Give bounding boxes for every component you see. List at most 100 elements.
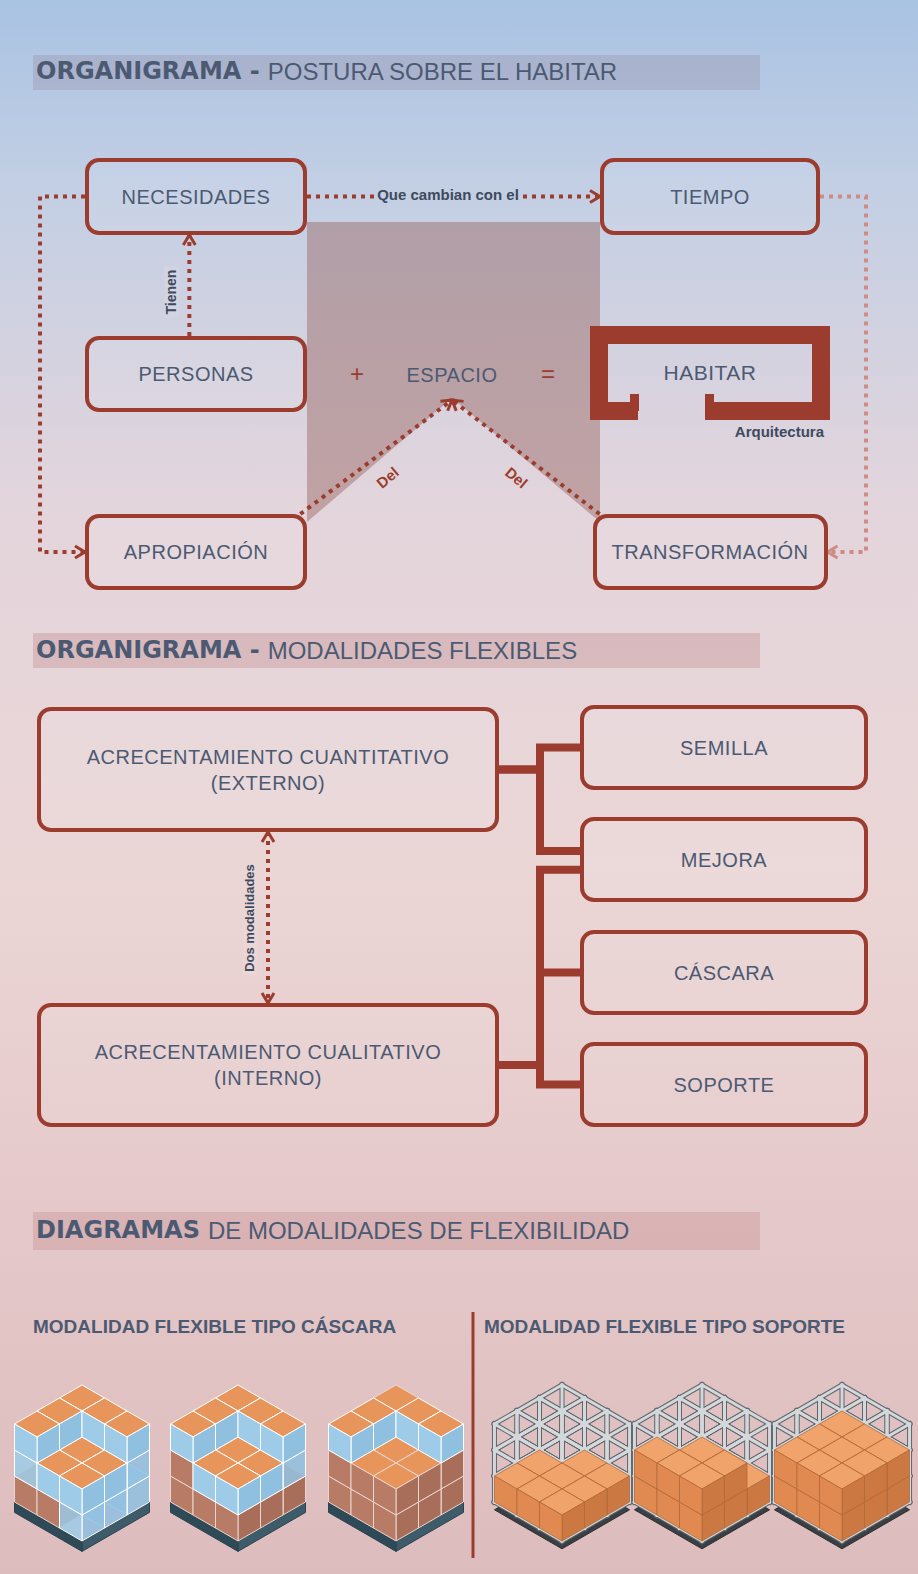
- frame-beam: [561, 1437, 564, 1463]
- iso-face: [517, 1489, 540, 1528]
- frame-beam: [679, 1398, 702, 1411]
- frame-beam: [560, 1385, 565, 1411]
- frame-beam: [560, 1411, 565, 1437]
- frame-beam: [562, 1411, 585, 1424]
- frame-beam: [677, 1424, 682, 1450]
- frame-beam: [865, 1411, 888, 1424]
- frame-beam: [585, 1398, 608, 1411]
- iso-face: [15, 1424, 38, 1463]
- frame-beam: [862, 1398, 867, 1424]
- frame-beam: [700, 1411, 705, 1437]
- frame-beam: [722, 1424, 727, 1450]
- frame-beam: [517, 1411, 540, 1424]
- frame-beam: [494, 1411, 517, 1424]
- frame-beam: [537, 1398, 542, 1424]
- frame-beam: [606, 1437, 609, 1463]
- frame-beam: [517, 1411, 540, 1424]
- frame-beam: [494, 1437, 517, 1450]
- frame-beam: [606, 1437, 609, 1463]
- frame-beam: [539, 1385, 562, 1398]
- frame-beam: [514, 1437, 519, 1463]
- iso-face: [396, 1411, 419, 1450]
- frame-beam: [493, 1450, 496, 1476]
- frame-beam: [723, 1424, 726, 1450]
- frame-beam: [515, 1437, 518, 1463]
- frame-beam: [539, 1424, 562, 1437]
- frame-beam: [702, 1411, 725, 1424]
- frame-beam: [634, 1424, 657, 1437]
- iso-face: [193, 1463, 216, 1502]
- frame-beam: [865, 1411, 888, 1424]
- frame-beam: [539, 1424, 562, 1437]
- frame-beam: [887, 1411, 910, 1424]
- frame-beam: [700, 1411, 705, 1437]
- frame-beam: [768, 1424, 771, 1450]
- frame-beam: [701, 1411, 704, 1437]
- frame-beam: [514, 1437, 519, 1463]
- frame-beam: [702, 1424, 725, 1437]
- frame-beam: [515, 1411, 518, 1437]
- iso-face: [261, 1424, 284, 1463]
- frame-beam: [539, 1411, 562, 1424]
- frame-beam: [862, 1398, 867, 1424]
- frame-beam: [725, 1398, 748, 1411]
- frame-beam: [538, 1398, 541, 1424]
- frame-beam: [819, 1398, 842, 1411]
- frame-beam: [562, 1437, 585, 1450]
- frame-beam: [817, 1398, 822, 1424]
- frame-beam: [562, 1398, 585, 1411]
- frame-beam: [747, 1411, 770, 1424]
- frame-beam: [768, 1450, 771, 1476]
- frame-beam: [585, 1411, 608, 1424]
- frame-beam: [562, 1437, 585, 1450]
- frame-beam: [678, 1424, 681, 1450]
- support-figure: [634, 1385, 769, 1549]
- shaded-region: [307, 222, 600, 522]
- iso-face: [419, 1424, 442, 1463]
- iso-face: [82, 1411, 105, 1450]
- frame-beam: [746, 1437, 749, 1463]
- frame-beam: [562, 1411, 585, 1424]
- frame-beam: [679, 1424, 702, 1437]
- iso-face: [283, 1424, 306, 1463]
- frame-beam: [562, 1424, 585, 1437]
- frame-beam: [679, 1424, 702, 1437]
- frame-beam: [657, 1424, 680, 1437]
- frame-beam: [561, 1385, 564, 1411]
- frame-beam: [562, 1424, 585, 1437]
- frame-beam: [583, 1398, 586, 1424]
- frame-beam: [723, 1424, 726, 1450]
- frame-beam: [539, 1437, 562, 1450]
- iso-face: [540, 1502, 563, 1541]
- frame-beam: [539, 1424, 562, 1437]
- iso-face: [37, 1424, 60, 1463]
- frame-beam: [702, 1385, 725, 1398]
- frame-beam: [539, 1424, 562, 1437]
- iso-face: [887, 1450, 910, 1489]
- frame-beam: [657, 1398, 680, 1411]
- frame-beam: [679, 1424, 702, 1437]
- frame-beam: [607, 1424, 630, 1437]
- frame-beam: [583, 1424, 586, 1450]
- frame-beam: [562, 1385, 585, 1398]
- iso-face: [238, 1411, 261, 1450]
- frame-beam: [747, 1437, 770, 1450]
- frame-beam: [702, 1411, 725, 1424]
- frame-beam: [725, 1411, 748, 1424]
- frame-beam: [678, 1424, 681, 1450]
- frame-beam: [774, 1424, 797, 1437]
- frame-beam: [634, 1411, 657, 1424]
- iso-face: [105, 1424, 128, 1463]
- frame-beam: [818, 1398, 821, 1424]
- frame-beam: [794, 1411, 799, 1437]
- frame-beam: [562, 1385, 585, 1398]
- frame-beam: [657, 1398, 680, 1411]
- frame-beam: [745, 1437, 750, 1463]
- frame-beam: [842, 1398, 865, 1411]
- frame-beam: [494, 1450, 517, 1463]
- frame-beam: [539, 1424, 562, 1437]
- frame-beam: [819, 1385, 842, 1398]
- iso-face: [607, 1476, 630, 1515]
- shell-figure: [171, 1385, 306, 1551]
- frame-beam: [585, 1424, 608, 1437]
